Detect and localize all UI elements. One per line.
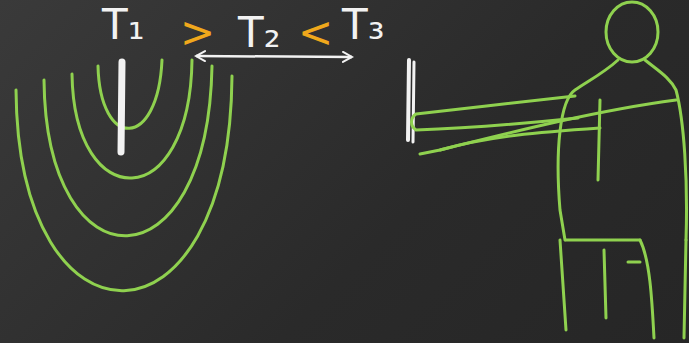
rod-one — [121, 62, 122, 152]
temperature-label: T₂ — [238, 12, 281, 54]
comparison-sign: > — [180, 12, 215, 54]
temperature-label: T₃ — [342, 4, 385, 46]
comparison-sign: < — [298, 12, 333, 54]
temperature-label: T₁ — [102, 4, 145, 46]
sound-waves — [16, 60, 232, 291]
double-arrow — [196, 56, 352, 57]
rod-two — [408, 60, 409, 140]
person-figure — [412, 2, 687, 338]
